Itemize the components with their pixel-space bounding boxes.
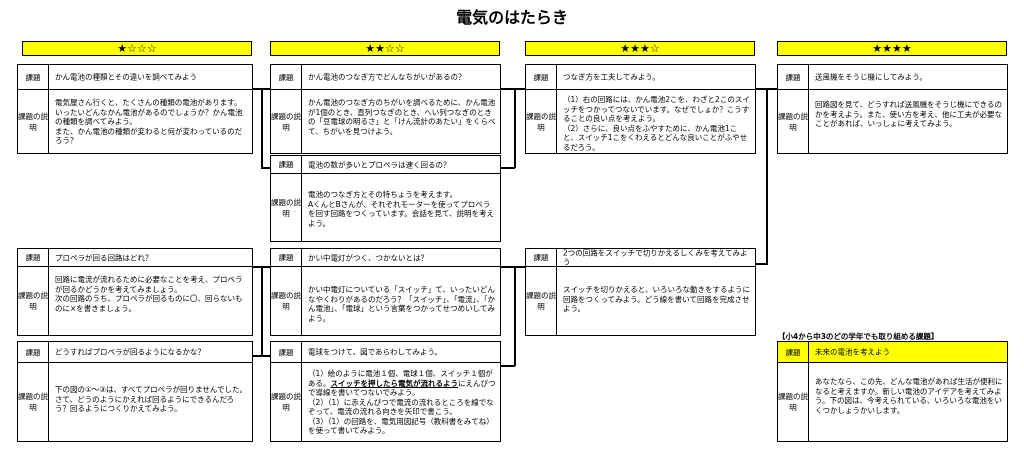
task-description-part: にえんぴつで導線を書いてつないでみよう。 （2）（1）に赤えんぴつで電流の流れる… <box>308 378 496 436</box>
task-description: 回路図を見て、どうすれば送風機をそうじ機にできるのかを考えよう。また、使い方を考… <box>815 100 1003 128</box>
task-card: 課題プロペラが回る回路はどれ？ 課題の説明回路に電流が流れるために必要なことを考… <box>17 248 253 336</box>
page-title: 電気のはたらき <box>456 8 568 27</box>
task-title: かい中電灯がつく、つかないとは？ <box>308 252 428 262</box>
task-title: つなぎ方を工夫してみよう。 <box>563 72 660 82</box>
connector-line <box>766 88 768 264</box>
connector-line <box>754 263 768 265</box>
connector-line <box>251 355 270 357</box>
task-card: 課題どうすればプロペラが回るようになるかな？ 課題の説明下の図の①～③は、すべて… <box>17 341 253 442</box>
task-title: 送風機をそうじ機にしてみよう。 <box>815 72 927 82</box>
task-description: （1）右の回路には、かん電池2こを、わざと2このスイッチをつかってつないでいます… <box>563 95 750 152</box>
connector-line <box>754 88 777 90</box>
connector-line <box>499 88 525 90</box>
task-description: 電気屋さん行くと、たくさんの種類の電池があります。 いったいどんなかん電池がある… <box>55 98 243 145</box>
task-card: 課題かい中電灯がつく、つかないとは？ 課題の説明かい中電灯についている「スイッチ… <box>270 248 501 336</box>
task-card: 課題つなぎ方を工夫してみよう。 課題の説明（1）右の回路には、かん電池2こを、わ… <box>525 64 756 154</box>
task-desc-label: 課題の説明 <box>778 90 809 153</box>
task-title: かん電池の種類とその違いを調べてみよう <box>55 72 197 82</box>
task-title: 未来の電池を考えよう <box>815 347 890 357</box>
task-desc-label: 課題の説明 <box>526 267 557 335</box>
task-card: 課題電球をつけて、図であらわしてみよう。 課題の説明 （1）絵のように電池１個、… <box>270 341 501 442</box>
task-label: 課題 <box>18 249 49 266</box>
level-3-header: ★★★☆ <box>525 41 755 56</box>
task-desc-label: 課題の説明 <box>271 174 302 241</box>
task-desc-label: 課題の説明 <box>18 267 49 335</box>
task-desc-label: 課題の説明 <box>271 363 302 441</box>
connector-line <box>514 266 516 366</box>
task-desc-label: 課題の説明 <box>18 90 49 153</box>
level-2-header: ★★☆☆ <box>270 41 500 56</box>
task-description-emphasis: スイッチを押したら電気が流れるよう <box>330 378 459 388</box>
task-title: かん電池のつなぎ方でどんなちがいがあるの？ <box>308 72 466 82</box>
all-grades-note: 【小4から中3のどの学年でも取り組める課題】 <box>778 332 939 341</box>
task-card-highlighted: 課題未来の電池を考えよう 課題の説明あなたなら、この先、どんな電池があれば生活が… <box>777 341 1008 442</box>
task-desc-label: 課題の説明 <box>18 363 49 441</box>
task-label: 課題 <box>271 156 302 173</box>
task-card: 課題 2つの回路をスイッチで切りかえるしくみを考えてみよう 課題の説明スイッチを切… <box>525 248 756 336</box>
task-title: 2つの回路をスイッチで切りかえるしくみを考えてみよう <box>563 248 748 267</box>
task-label: 課題 <box>18 342 49 362</box>
task-title: 電球をつけて、図であらわしてみよう。 <box>308 347 442 357</box>
task-desc-label: 課題の説明 <box>271 267 302 335</box>
task-description: 電池のつなぎ方とその特ちょうを考えます。 AくんとBさんが、それぞれモーターを使… <box>308 190 494 228</box>
task-description: かん電池のつなぎ方のちがいを調べるために、かん電池が1個のとき、直列つなぎのとき… <box>308 98 496 136</box>
connector-line <box>261 266 263 356</box>
task-label: 課題 <box>18 65 49 89</box>
task-title: どうすればプロペラが回るようになるかな？ <box>55 347 205 357</box>
connector-line <box>499 266 525 268</box>
task-desc-label: 課題の説明 <box>526 90 557 153</box>
task-label: 課題 <box>271 249 302 266</box>
task-title: 電池の数が多いとプロペラは速く回るの？ <box>308 159 451 169</box>
task-label: 課題 <box>526 65 557 89</box>
task-description: （1）絵のように電池１個、電球１個、スイッチ１個がある。スイッチを押したら電気が… <box>308 369 496 436</box>
connector-line <box>499 167 515 169</box>
task-label: 課題 <box>271 65 302 89</box>
task-card: 課題かん電池のつなぎ方でどんなちがいがあるの？ 課題の説明かん電池のつなぎ方のち… <box>270 64 501 154</box>
task-title: プロペラが回る回路はどれ？ <box>55 252 153 262</box>
task-label: 課題 <box>778 65 809 89</box>
connector-line <box>261 167 270 169</box>
level-4-header: ★★★★ <box>777 41 1007 56</box>
connector-line <box>251 88 270 90</box>
connector-line <box>499 365 515 367</box>
task-card: 課題電池の数が多いとプロペラは速く回るの？ 課題の説明電池のつなぎ方とその特ちょ… <box>270 155 501 242</box>
task-card: 課題送風機をそうじ機にしてみよう。 課題の説明回路図を見て、どうすれば送風機をそ… <box>777 64 1008 154</box>
task-label: 課題 <box>778 342 809 362</box>
task-desc-label: 課題の説明 <box>271 90 302 153</box>
connector-line <box>261 88 263 168</box>
task-description: あなたなら、この先、どんな電池があれば生活が便利になると考えますか。新しい電池の… <box>815 377 1003 415</box>
task-description-part: （1）絵のように電池１個、電球１個、スイッチ１個がある。 <box>308 369 493 388</box>
connector-line <box>514 88 516 168</box>
connector-line <box>251 266 270 268</box>
task-card: 課題かん電池の種類とその違いを調べてみよう 課題の説明電気屋さん行くと、たくさん… <box>17 64 253 154</box>
task-label: 課題 <box>271 342 302 362</box>
task-description: スイッチを切りかえると、いろいろな動きをするように回路をつくってみよう。どう線を… <box>563 285 750 313</box>
level-1-header: ★☆☆☆ <box>22 41 252 56</box>
task-description: かい中電灯についている「スイッチ」て、いったいどんなやくわりがあるのだろう？「ス… <box>308 285 496 323</box>
task-description: 下の図の①～③は、すべてプロペラが回りませんでした。さて、どうのようにかえれば回… <box>55 385 248 413</box>
task-label: 課題 <box>526 249 557 266</box>
task-desc-label: 課題の説明 <box>778 363 809 441</box>
task-description: 回路に電流が流れるために必要なことを考え、プロペラが回るかどうかを考えてみましょ… <box>55 275 243 313</box>
